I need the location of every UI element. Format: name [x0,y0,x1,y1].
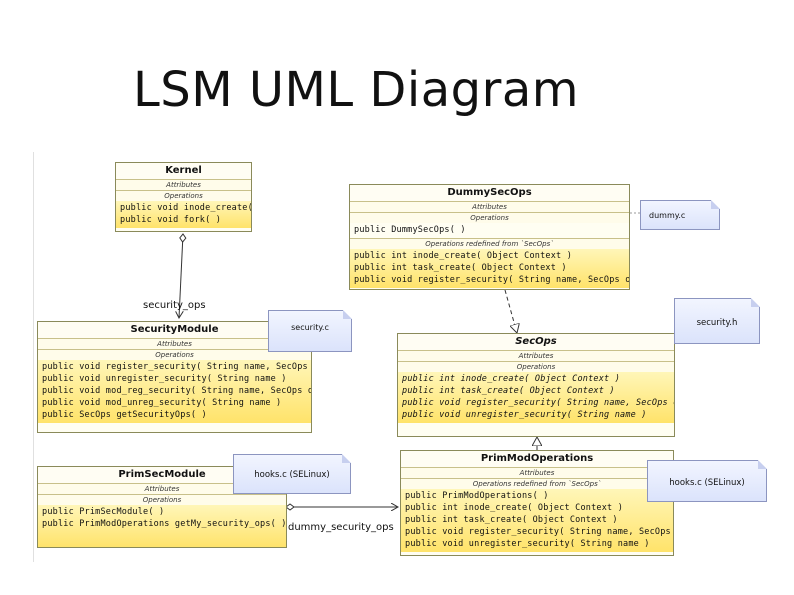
redefined-label: Operations redefined from `SecOps` [350,238,629,249]
attributes-label: Attributes [38,339,311,350]
operation: public int inode_create( Object Context … [354,251,573,261]
operation: public void fork( ) [120,215,222,225]
operation: public int task_create( Object Context ) [354,263,567,273]
operation: public void mod_reg_security( String nam… [42,386,312,396]
operations-label: Operations [398,362,674,372]
operation: public PrimModOperations getMy_security_… [42,519,287,529]
class-kernel[interactable]: Kernel Attributes Operations public void… [115,162,252,232]
operations-list: public void register_security( String na… [38,360,311,423]
operation: public DummySecOps( ) [354,225,466,235]
operation: public int task_create( Object Context ) [405,515,618,525]
operation: public SecOps getSecurityOps( ) [42,410,207,420]
operation: public PrimModOperations( ) [405,491,549,501]
class-securitymodule[interactable]: SecurityModule Attributes Operations pub… [37,321,312,433]
class-name: SecurityModule [38,322,311,339]
operations-list: public PrimSecModule( ) public PrimModOp… [38,505,287,547]
operations-label: Operations [350,213,629,223]
attributes-label: Attributes [401,468,673,479]
class-name: SecOps [398,334,674,351]
class-name: PrimSecModule [38,467,286,484]
note-hooks-right[interactable]: hooks.c (SELinux) [647,460,767,502]
label-security-ops: security_ops [143,300,206,311]
operations-label: Operations [116,191,251,201]
class-secops[interactable]: SecOps Attributes Operations public int … [397,333,675,437]
operations-label: Operations [38,350,311,360]
note-security-h[interactable]: security.h [674,298,760,344]
note-security-c[interactable]: security.c [268,310,352,352]
operation: public void inode_create( ) [120,203,252,213]
class-dummysecops[interactable]: DummySecOps Attributes Operations public… [349,184,630,290]
operations-list: public DummySecOps( ) [350,223,629,238]
label-dummy-security-ops: dummy_security_ops [288,522,394,533]
note-hooks-left[interactable]: hooks.c (SELinux) [233,454,351,494]
link-dummy-secops [504,289,517,333]
operation: public void register_security( String na… [405,527,674,537]
page-title: LSM UML Diagram [133,62,580,118]
operation: public void register_security( String na… [402,398,675,408]
operation: public void mod_unreg_security( String n… [42,398,282,408]
operation: public PrimSecModule( ) [42,507,165,517]
class-name: DummySecOps [350,185,629,202]
operation: public void unregister_security( String … [405,539,650,549]
operation: public void unregister_security( String … [402,410,647,420]
operation: public int task_create( Object Context ) [402,386,615,396]
attributes-label: Attributes [398,351,674,362]
operation: public void unregister_security( String … [42,374,287,384]
link-kernel-securitymodule [179,234,183,318]
operation: public void register_security( String na… [354,275,630,285]
operations-list: public void inode_create( ) public void … [116,201,251,228]
redefined-operations-list: public int inode_create( Object Context … [350,249,629,288]
class-primmodoperations[interactable]: PrimModOperations Attributes Operations … [400,450,674,556]
operations-list: public PrimModOperations( ) public int i… [401,489,673,552]
attributes-label: Attributes [38,484,286,495]
note-dummy-c[interactable]: dummy.c [640,200,720,230]
redefined-label: Operations redefined from `SecOps` [401,479,673,489]
operation: public void register_security( String na… [42,362,312,372]
operation: public int inode_create( Object Context … [405,503,624,513]
operation: public int inode_create( Object Context … [402,374,621,384]
operations-label: Operations [38,495,286,505]
class-name: Kernel [116,163,251,180]
class-name: PrimModOperations [401,451,673,468]
attributes-label: Attributes [350,202,629,213]
attributes-label: Attributes [116,180,251,191]
operations-list: public int inode_create( Object Context … [398,372,674,423]
